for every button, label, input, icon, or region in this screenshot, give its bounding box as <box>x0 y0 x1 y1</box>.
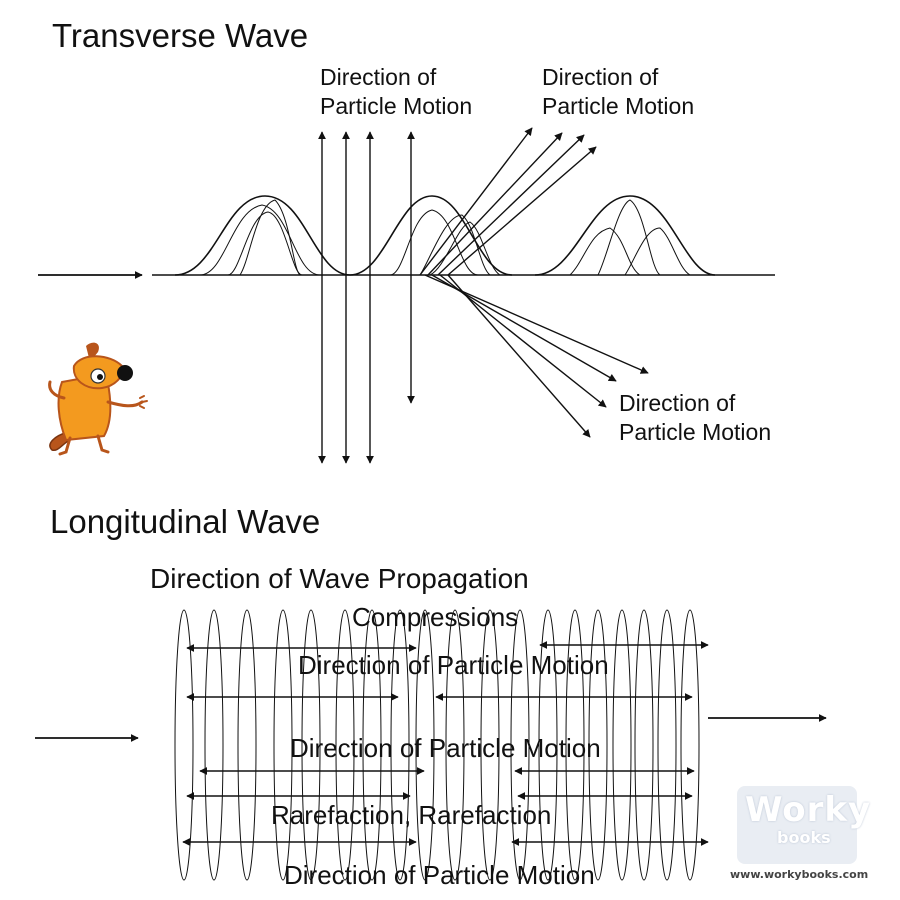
transverse-wave-group <box>38 127 775 464</box>
particle-motion-label-2: Direction of Particle Motion <box>290 733 601 763</box>
wave-strand <box>389 209 479 276</box>
wave-strand <box>419 214 491 276</box>
wave-pulse-1 <box>174 195 351 276</box>
particle-motion-label-1: Direction of Particle Motion <box>298 650 609 680</box>
diagonal-up-arrow <box>427 132 563 276</box>
propagation-label: Direction of Wave Propagation <box>150 563 529 594</box>
coil-loop <box>445 609 465 881</box>
website-url: www.workybooks.com <box>730 868 869 881</box>
coil-loop <box>480 609 500 881</box>
compressions-label: Compressions <box>352 602 519 632</box>
diagonal-down-label-line1: Direction of <box>619 390 736 416</box>
particle-motion-label-3: Direction of Particle Motion <box>284 860 595 890</box>
wave-strand <box>597 199 661 276</box>
coil-loop <box>634 609 654 881</box>
vertical-motion-label-line2: Particle Motion <box>320 93 473 119</box>
coil-loop <box>335 609 355 881</box>
coil-loop <box>657 609 677 881</box>
vertical-motion-label-line1: Direction of <box>320 64 437 90</box>
coil-loop <box>565 609 585 881</box>
wave-strand <box>199 204 321 276</box>
coil-loop <box>237 609 257 881</box>
longitudinal-wave-group <box>35 609 827 881</box>
coil-loop <box>174 609 194 881</box>
wave-strand <box>429 221 501 276</box>
coil-loop <box>612 609 632 881</box>
rarefaction-label: Rarefaction, Rarefaction <box>271 800 552 830</box>
diagonal-up-label-line2: Particle Motion <box>542 93 695 119</box>
diagonal-up-arrow <box>419 127 533 276</box>
coil-loop <box>538 609 558 881</box>
wave-strand <box>624 227 691 276</box>
wave-strand <box>569 227 641 276</box>
coil-loop <box>510 609 530 881</box>
coil-loop <box>362 609 382 881</box>
diagonal-down-label-line2: Particle Motion <box>619 419 772 445</box>
diagonal-up-label-line1: Direction of <box>542 64 659 90</box>
coil-loops <box>174 609 700 881</box>
wave-strand <box>239 199 301 276</box>
logo-word: Worky <box>745 790 872 830</box>
workybooks-logo-icon: Worky books <box>737 786 870 864</box>
coil-loop <box>680 609 700 881</box>
logo-sub: books <box>777 828 831 847</box>
wave-pulse-2 <box>349 195 513 276</box>
dog-mascot-icon <box>48 342 148 456</box>
coil-loop <box>204 609 224 881</box>
coil-loop <box>390 609 410 881</box>
wave-pulse-3 <box>534 195 716 276</box>
coil-loop <box>301 609 321 881</box>
wave-strand <box>227 211 303 276</box>
coil-loop <box>273 609 293 881</box>
transverse-title: Transverse Wave <box>52 17 309 54</box>
diagonal-up-arrow <box>437 134 585 276</box>
diagonal-down-arrow <box>447 274 591 438</box>
diagonal-up-arrow <box>447 146 597 276</box>
coil-loop <box>588 609 608 881</box>
longitudinal-title: Longitudinal Wave <box>50 503 321 540</box>
coil-loop <box>415 609 435 881</box>
